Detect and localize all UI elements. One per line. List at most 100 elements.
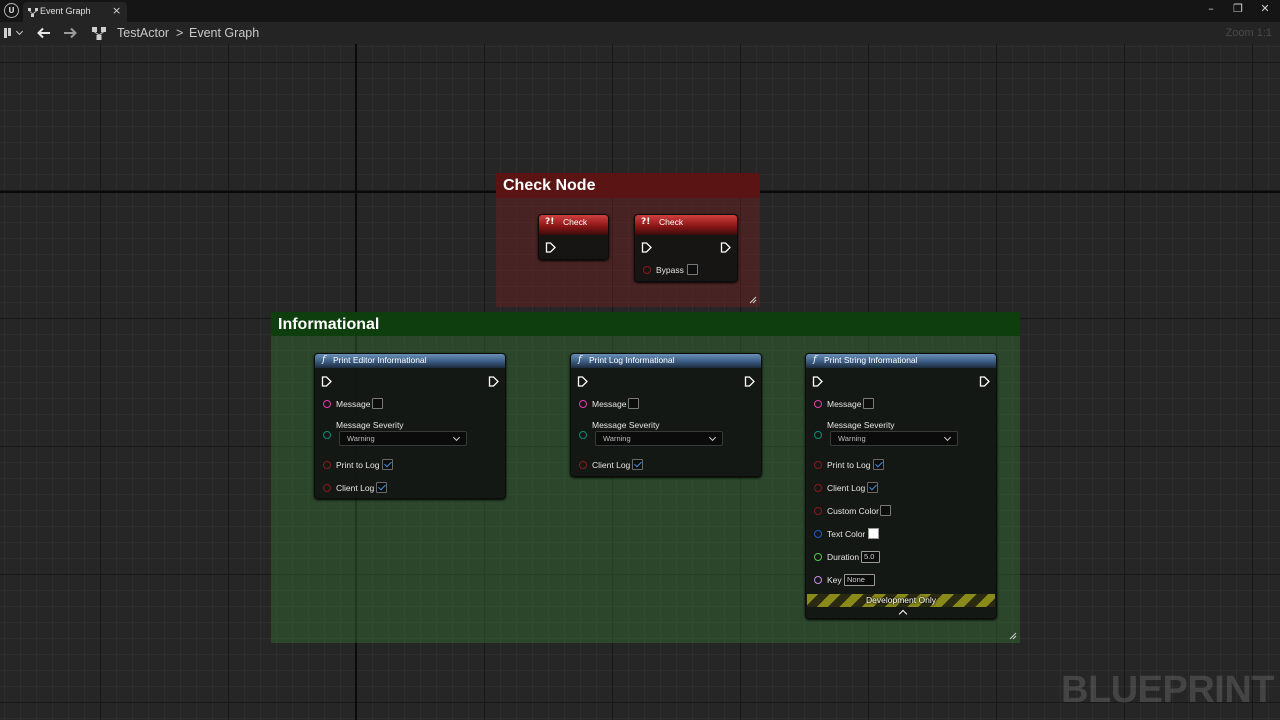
breadcrumb-event-graph[interactable]: Event Graph [189, 26, 260, 40]
client-log-label: Client Log [592, 460, 631, 470]
severity-label: Message Severity [827, 420, 895, 430]
back-arrow-icon[interactable] [37, 27, 51, 39]
check-node-2[interactable]: ?! Check Bypass [634, 214, 738, 282]
bypass-checkbox[interactable] [687, 264, 698, 275]
node-title: Check [659, 217, 684, 227]
text-color-pin-icon[interactable] [814, 530, 822, 538]
severity-dropdown[interactable]: Warning [830, 431, 958, 446]
severity-value: Warning [838, 434, 866, 443]
message-pin-icon[interactable] [579, 400, 587, 408]
bypass-pin-icon[interactable] [643, 266, 651, 274]
exec-out-pin-icon[interactable] [979, 376, 990, 387]
chevron-down-icon [943, 433, 952, 442]
exec-in-pin-icon[interactable] [545, 242, 556, 253]
key-label: Key [827, 575, 842, 585]
severity-dropdown[interactable]: Warning [595, 431, 723, 446]
print-to-log-label: Print to Log [336, 460, 380, 470]
print-string-informational-node[interactable]: f Print String Informational Message Mes… [805, 353, 997, 619]
client-log-label: Client Log [336, 483, 375, 493]
exec-in-pin-icon[interactable] [321, 376, 332, 387]
comment-header[interactable] [271, 312, 1020, 336]
exec-out-pin-icon[interactable] [720, 242, 731, 253]
tab-label: Event Graph [40, 6, 91, 16]
comment-title: Informational [278, 316, 380, 333]
restore-button[interactable]: ❐ [1233, 2, 1243, 15]
duration-input[interactable]: 5.0 [861, 551, 880, 563]
bookmark-icon[interactable] [4, 28, 14, 38]
message-label: Message [336, 399, 371, 409]
client-log-pin-icon[interactable] [814, 484, 822, 492]
chevron-down-icon [708, 433, 717, 442]
duration-label: Duration [827, 552, 860, 562]
node-header[interactable] [806, 354, 996, 368]
message-checkbox[interactable] [372, 398, 383, 409]
print-editor-informational-node[interactable]: f Print Editor Informational Message Mes… [314, 353, 506, 499]
custom-color-pin-icon[interactable] [814, 507, 822, 515]
exec-out-pin-icon[interactable] [744, 376, 755, 387]
exec-in-pin-icon[interactable] [577, 376, 588, 387]
key-pin-icon[interactable] [814, 576, 822, 584]
node-title: Print String Informational [824, 355, 918, 365]
exec-in-pin-icon[interactable] [812, 376, 823, 387]
event-graph-icon [92, 27, 106, 40]
node-title: Print Log Informational [589, 355, 675, 365]
zoom-level: Zoom 1:1 [1225, 27, 1272, 39]
tab-event-graph[interactable]: Event Graph × [23, 2, 127, 22]
exec-out-pin-icon[interactable] [488, 376, 499, 387]
development-only-bar: Development Only [807, 594, 995, 607]
unreal-logo-icon[interactable]: U [4, 3, 19, 18]
forward-arrow-icon[interactable] [63, 27, 77, 39]
comment-header[interactable] [496, 173, 760, 198]
node-title: Check [563, 217, 588, 227]
function-icon: f [322, 354, 326, 365]
client-log-label: Client Log [827, 483, 866, 493]
window-close-button[interactable]: ✕ [1260, 2, 1270, 15]
duration-pin-icon[interactable] [814, 553, 822, 561]
minimize-button[interactable]: – [1208, 2, 1214, 15]
print-to-log-pin-icon[interactable] [814, 461, 822, 469]
client-log-pin-icon[interactable] [579, 461, 587, 469]
severity-pin-icon[interactable] [579, 431, 587, 439]
check-node-1[interactable]: ?! Check [538, 214, 609, 260]
development-only-label: Development Only [866, 595, 936, 605]
print-to-log-checkbox[interactable] [873, 459, 884, 470]
severity-pin-icon[interactable] [814, 431, 822, 439]
custom-color-label: Custom Color [827, 506, 879, 516]
text-color-swatch[interactable] [868, 528, 879, 539]
comment-title: Check Node [503, 177, 596, 194]
node-title: Print Editor Informational [333, 355, 427, 365]
message-checkbox[interactable] [863, 398, 874, 409]
client-log-checkbox[interactable] [376, 482, 387, 493]
message-pin-icon[interactable] [323, 400, 331, 408]
message-checkbox[interactable] [628, 398, 639, 409]
exec-in-pin-icon[interactable] [641, 242, 652, 253]
resize-handle-icon[interactable] [749, 296, 757, 304]
node-header[interactable] [315, 354, 505, 368]
chevron-down-icon [452, 433, 461, 442]
custom-color-checkbox[interactable] [880, 505, 891, 516]
severity-dropdown[interactable]: Warning [339, 431, 467, 446]
severity-value: Warning [347, 434, 375, 443]
node-header[interactable] [571, 354, 761, 368]
node-header[interactable] [635, 215, 737, 235]
print-log-informational-node[interactable]: f Print Log Informational Message Messag… [570, 353, 762, 477]
print-to-log-pin-icon[interactable] [323, 461, 331, 469]
severity-pin-icon[interactable] [323, 431, 331, 439]
client-log-checkbox[interactable] [867, 482, 878, 493]
close-icon[interactable]: × [112, 4, 122, 17]
print-to-log-checkbox[interactable] [382, 459, 393, 470]
severity-label: Message Severity [592, 420, 660, 430]
graph-toolbar: TestActor > Event Graph Zoom 1:1 [0, 22, 1280, 44]
chevron-down-icon[interactable] [15, 27, 24, 36]
chevron-up-icon[interactable] [898, 609, 908, 619]
severity-label: Message Severity [336, 420, 404, 430]
key-input[interactable]: None [844, 574, 875, 586]
message-pin-icon[interactable] [814, 400, 822, 408]
breadcrumb-testactor[interactable]: TestActor [117, 26, 170, 40]
message-label: Message [592, 399, 627, 409]
function-icon: f [813, 354, 817, 365]
node-header[interactable] [539, 215, 608, 235]
client-log-checkbox[interactable] [632, 459, 643, 470]
resize-handle-icon[interactable] [1009, 632, 1017, 640]
client-log-pin-icon[interactable] [323, 484, 331, 492]
